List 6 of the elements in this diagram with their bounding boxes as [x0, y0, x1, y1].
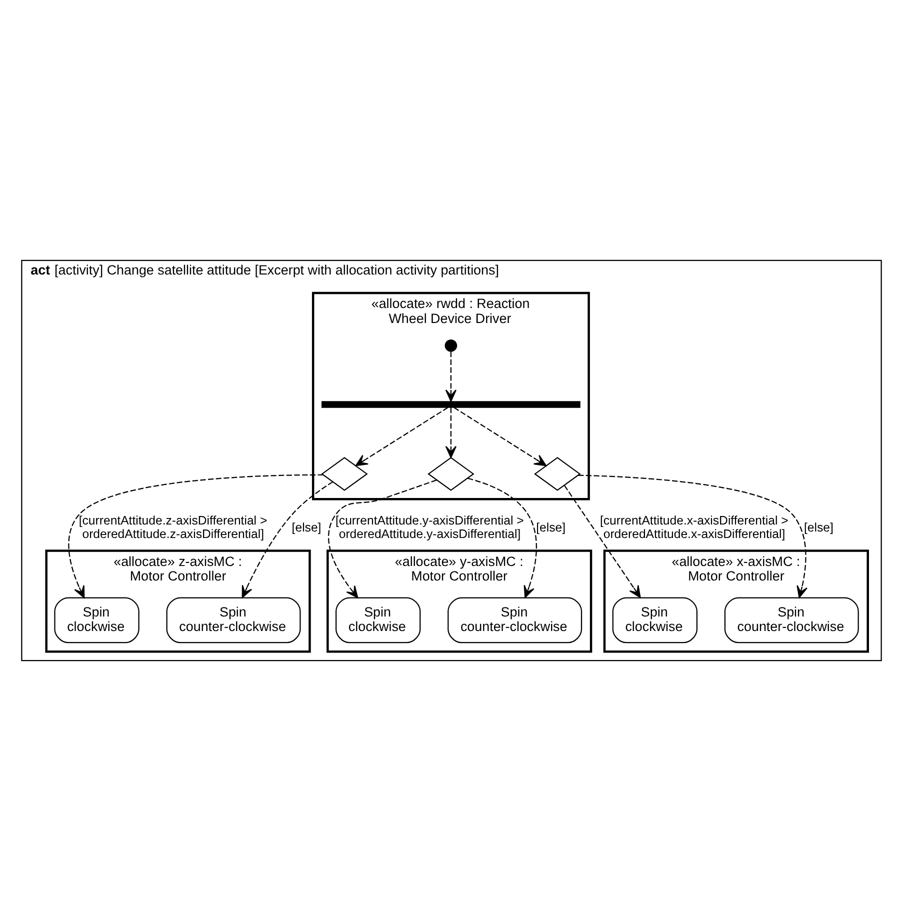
edge-label: [else] [804, 520, 834, 534]
edge-label: [else] [536, 520, 566, 534]
edge-label: [currentAttitude.z-axisDifferential > orderedAttitude.z-axisDifferential] [78, 514, 268, 542]
edge-label: [currentAttitude.y-axisDifferential > orderedAttitude.y-axisDifferential] [336, 514, 524, 542]
edge-label: [else] [292, 520, 322, 534]
edge-label: [currentAttitude.x-axisDifferential > orderedAttitude.x-axisDifferential] [600, 514, 788, 542]
